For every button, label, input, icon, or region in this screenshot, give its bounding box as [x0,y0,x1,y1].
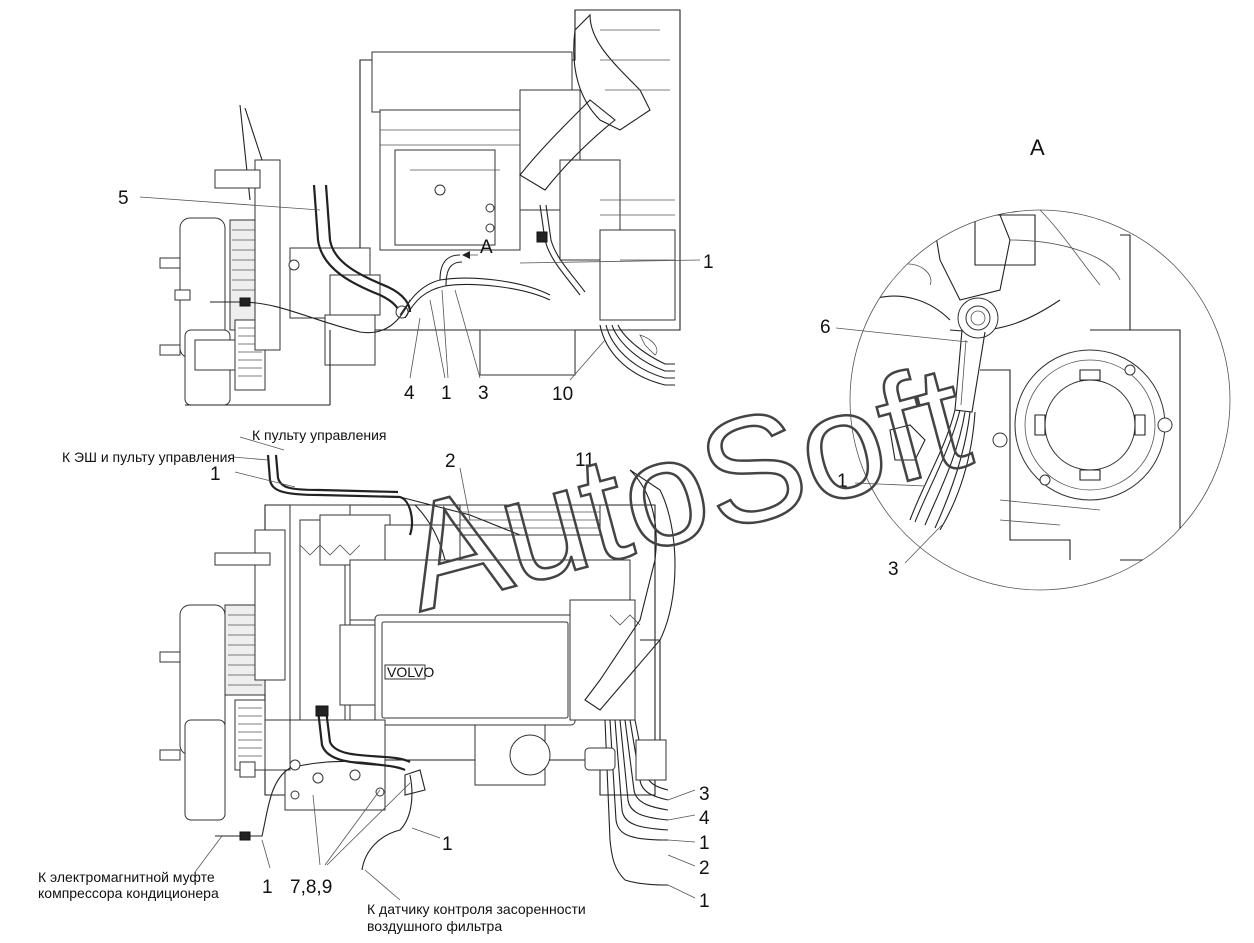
detail-callouts: 6 1 3 [820,317,969,580]
detail-a-view: А [849,135,1231,591]
device-badge: VOLVO [387,664,434,680]
bottom-callout-leaders [194,436,696,901]
callout-1-bottom-a: 1 [210,464,221,485]
bottom-engine-view: VOLVO [159,454,676,886]
bottom-callout-labels: 1 2 11 1 1 7,8,9 3 4 1 2 1 [210,450,710,912]
detail-a-title: А [1030,135,1045,160]
callout-11: 11 [575,450,595,471]
top-callout-labels: 5 А 1 4 1 3 10 [118,188,714,405]
label-to-clutch-line2: компрессора кондиционера [38,885,219,901]
callout-4-bottom: 4 [699,808,710,829]
watermark: AutoSoft [385,331,984,642]
callout-3-top: 3 [478,383,489,404]
callout-2-bottom: 2 [445,451,456,472]
callout-1-bottom-e: 1 [699,891,710,912]
top-callout-leaders [139,196,701,381]
callout-view-a: А [480,237,493,258]
callout-5: 5 [118,188,129,209]
callout-4-top: 4 [404,383,415,404]
label-to-sensor-line1: К датчику контроля засоренности [367,901,586,917]
label-to-clutch-line1: К электромагнитной муфте [38,869,215,885]
callout-3-bottom: 3 [699,784,710,805]
callout-3-detail: 3 [888,559,899,580]
callout-1-bottom-b: 1 [442,834,453,855]
top-engine-view [159,9,681,406]
callout-2-bottom-b: 2 [699,858,710,879]
callout-7-8-9: 7,8,9 [290,877,332,898]
callout-1-top-b: 1 [441,383,452,404]
callout-1-top: 1 [703,252,714,273]
destination-labels: К пульту управления К ЭШ и пульту управл… [38,427,586,934]
callout-10: 10 [552,384,573,405]
label-to-esh-and-panel: К ЭШ и пульту управления [62,449,235,465]
label-to-control-panel: К пульту управления [252,427,387,443]
callout-1-detail: 1 [837,471,848,492]
callout-1-bottom-d: 1 [699,833,710,854]
label-to-sensor-line2: воздушного фильтра [367,918,502,934]
callout-1-bottom-c: 1 [262,877,273,898]
callout-6: 6 [820,317,831,338]
